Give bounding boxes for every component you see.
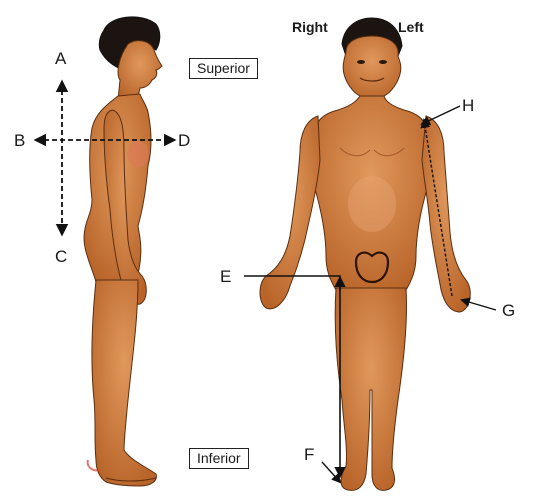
- front-legs: [334, 287, 408, 491]
- label-d: D: [178, 131, 191, 150]
- arrow-h: [420, 105, 461, 297]
- label-g: G: [502, 301, 516, 320]
- arrow-g: [460, 297, 497, 311]
- front-arm-left: [421, 115, 471, 313]
- label-h: H: [462, 96, 475, 115]
- label-b: B: [14, 131, 26, 150]
- arrow-f: [321, 461, 342, 484]
- side-label-right: Right: [292, 19, 328, 35]
- direction-superior: Superior: [189, 58, 258, 80]
- front-arm-right: [259, 115, 321, 310]
- side-legs: [91, 279, 157, 487]
- side-arm: [103, 109, 147, 305]
- direction-inferior: Inferior: [189, 448, 249, 470]
- front-view-figure: [259, 17, 471, 491]
- side-head: [117, 40, 163, 101]
- label-c: C: [55, 247, 68, 266]
- front-head: [342, 35, 402, 100]
- label-f: F: [304, 445, 315, 464]
- side-label-left: Left: [398, 19, 424, 35]
- side-view-figure: [83, 16, 163, 487]
- label-a: A: [55, 49, 67, 68]
- label-e: E: [220, 267, 232, 286]
- arrow-e: [244, 275, 346, 479]
